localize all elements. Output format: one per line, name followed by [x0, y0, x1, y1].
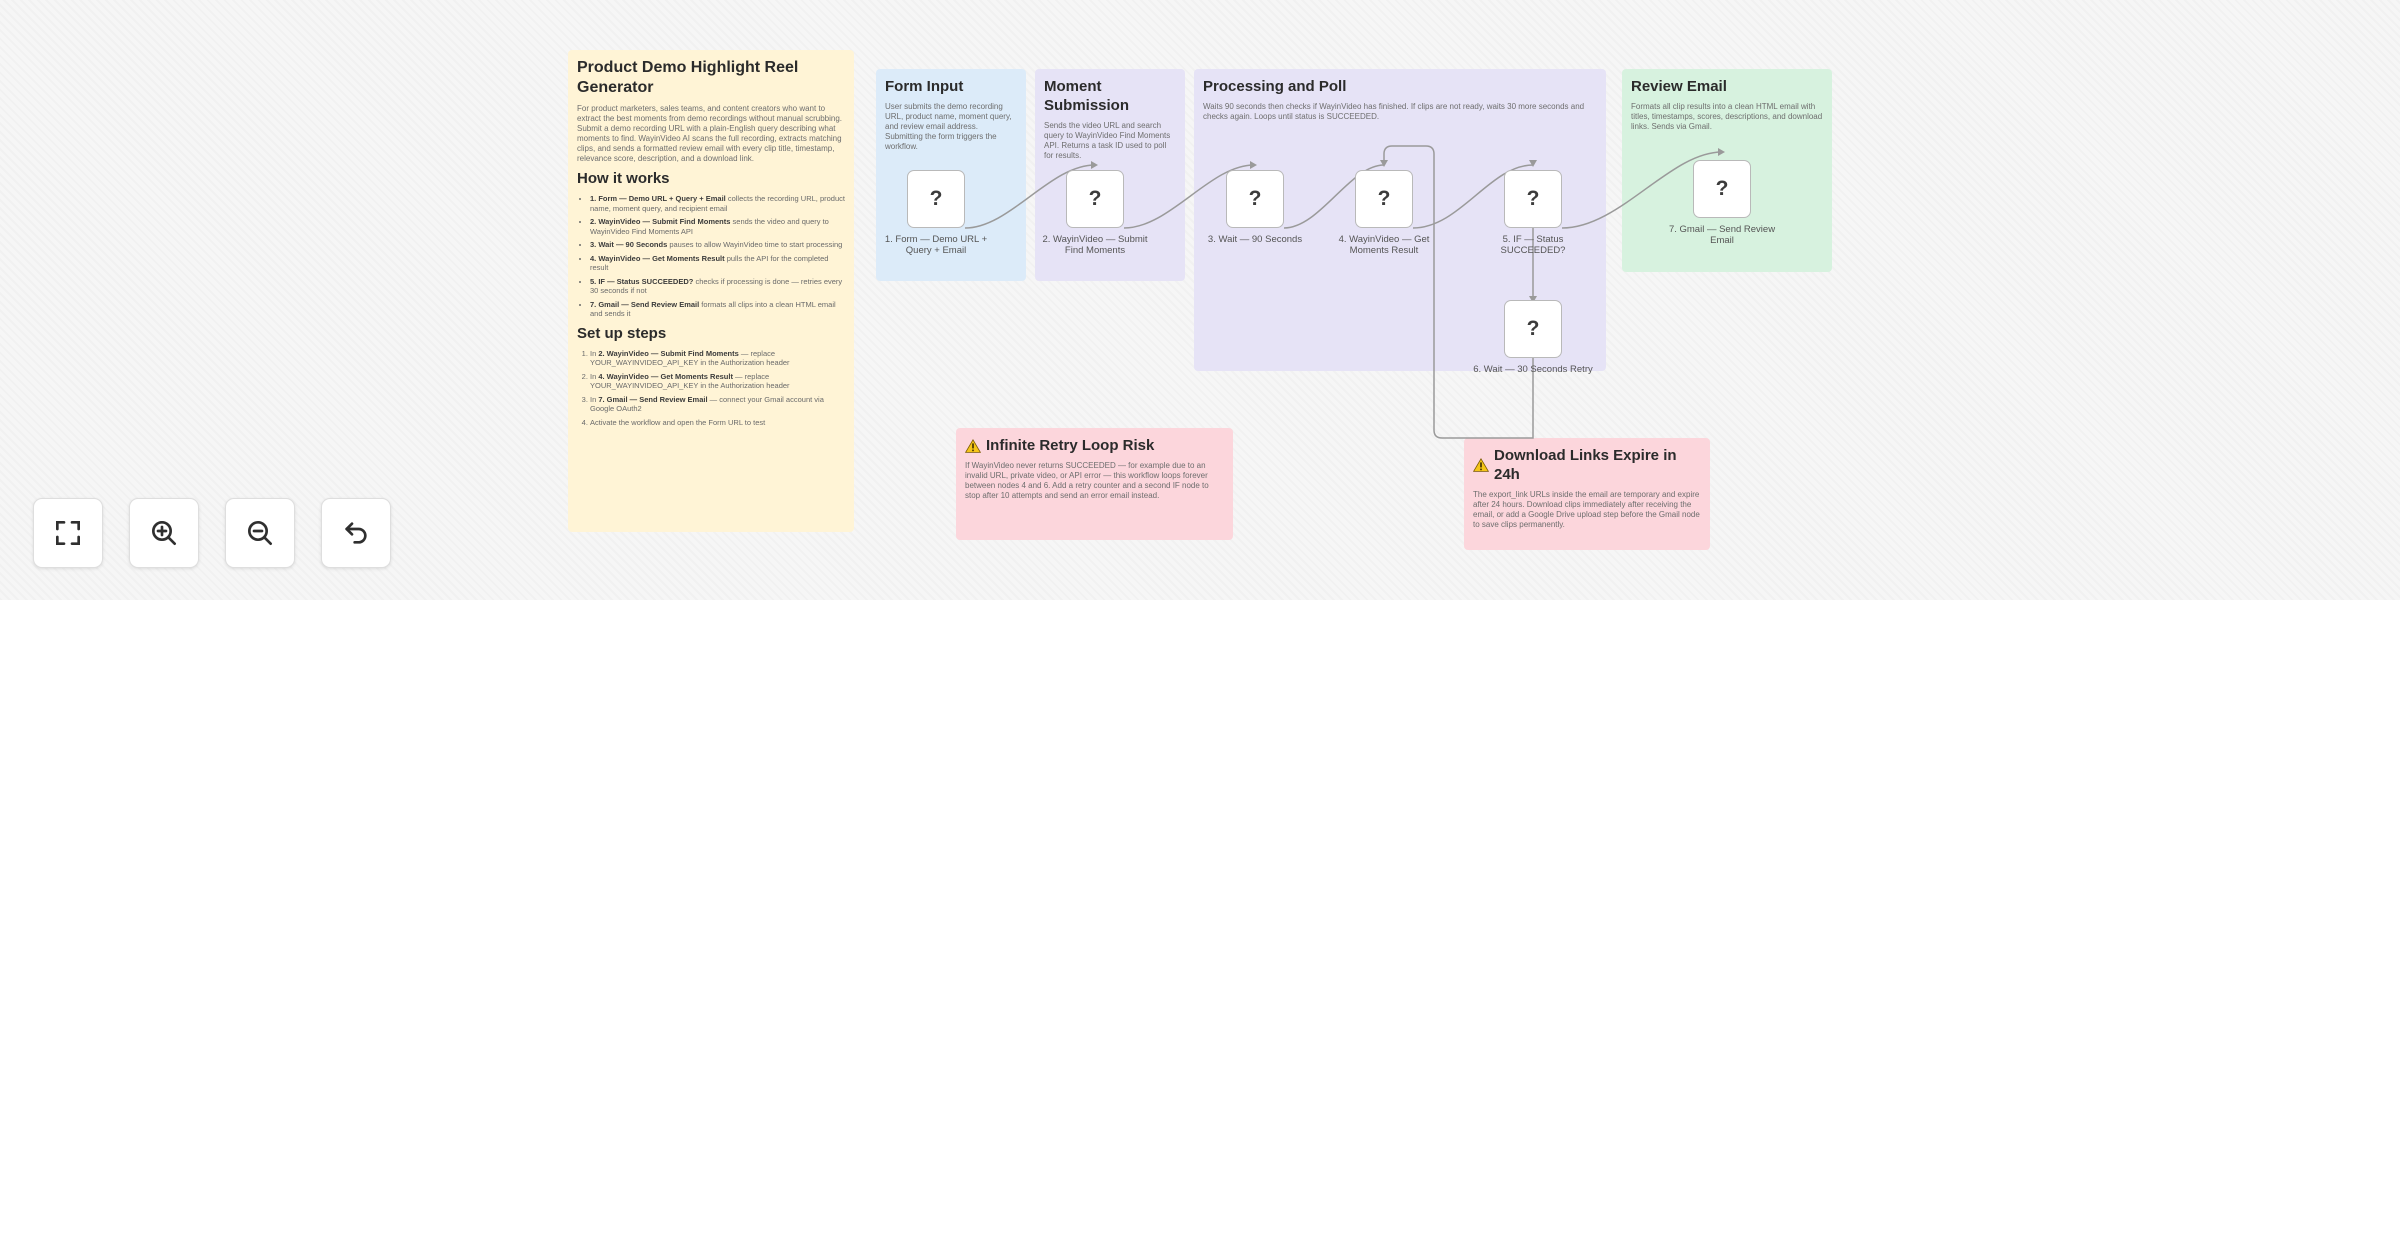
retry-loop-warning-note[interactable]: Infinite Retry Loop Risk If WayinVideo n…	[956, 428, 1233, 540]
note-title: Moment Submission	[1044, 78, 1130, 114]
node-label: 2. WayinVideo — Submit Find Moments	[1042, 234, 1148, 256]
node-label: 5. IF — Status SUCCEEDED?	[1500, 234, 1566, 256]
note-title: Processing and Poll	[1203, 78, 1347, 95]
warning-icon	[965, 438, 981, 453]
list-item: Activate the workflow and open the Form …	[590, 418, 845, 428]
zoom-in-button[interactable]	[129, 498, 199, 568]
node-label: 7. Gmail — Send Review Email	[1668, 224, 1776, 246]
connection-n5-n7	[1561, 151, 1723, 229]
node-label: 1. Form — Demo URL + Query + Email	[884, 234, 988, 256]
list-item: 1. Form — Demo URL + Query + Email colle…	[590, 194, 845, 213]
zoom-out-button[interactable]	[225, 498, 295, 568]
note-title-row: Download Links Expire in 24h	[1473, 446, 1701, 484]
list-item: 2. WayinVideo — Submit Find Moments send…	[590, 217, 845, 236]
get-moments-result-node[interactable]: ?	[1355, 170, 1413, 228]
list-item: In 4. WayinVideo — Get Moments Result — …	[590, 372, 845, 391]
workflow-connections	[964, 145, 1725, 439]
how-it-works-list: 1. Form — Demo URL + Query + Email colle…	[577, 194, 845, 319]
fit-view-button[interactable]	[33, 498, 103, 568]
note-title: Product Demo Highlight Reel Generator	[577, 59, 799, 96]
link-expiry-warning-note[interactable]: Download Links Expire in 24h The export_…	[1464, 438, 1710, 550]
zoom-in-icon	[152, 521, 176, 545]
wait-30-seconds-retry-node[interactable]: ?	[1504, 300, 1562, 358]
form-trigger-node[interactable]: ?	[907, 170, 965, 228]
note-description: User submits the demo recording URL, pro…	[885, 102, 1012, 151]
connection-n1-n2	[964, 164, 1096, 229]
list-item: 3. Wait — 90 Seconds pauses to allow Way…	[590, 240, 845, 250]
zoom-out-icon	[248, 521, 272, 545]
note-title: Form Input	[885, 78, 964, 95]
note-title: Download Links Expire in 24h	[1494, 447, 1677, 483]
note-description: Sends the video URL and search query to …	[1044, 121, 1171, 160]
fullscreen-icon	[56, 521, 80, 545]
gmail-send-review-node[interactable]: ?	[1693, 160, 1751, 218]
node-label: 6. Wait — 30 Seconds Retry	[1473, 364, 1593, 375]
review-email-group-note[interactable]: Review Email Formats all clip results in…	[1622, 69, 1832, 272]
workflow-overview-note[interactable]: Product Demo Highlight Reel Generator Fo…	[568, 50, 854, 532]
setup-steps-heading: Set up steps	[577, 324, 667, 342]
how-it-works-heading: How it works	[577, 170, 670, 187]
if-status-succeeded-node[interactable]: ?	[1504, 170, 1562, 228]
undo-button[interactable]	[321, 498, 391, 568]
note-description: Waits 90 seconds then checks if WayinVid…	[1203, 102, 1585, 121]
submit-find-moments-node[interactable]: ?	[1066, 170, 1124, 228]
connection-n3-n4	[1283, 164, 1385, 229]
list-item: 4. WayinVideo — Get Moments Result pulls…	[590, 254, 845, 273]
note-title: Infinite Retry Loop Risk	[986, 437, 1155, 454]
note-description: Formats all clip results into a clean HT…	[1631, 102, 1823, 131]
list-item: In 7. Gmail — Send Review Email — connec…	[590, 395, 845, 414]
note-title: Review Email	[1631, 78, 1727, 95]
warning-icon	[1473, 458, 1489, 472]
node-label: 3. Wait — 90 Seconds	[1207, 234, 1303, 245]
connection-n6-n4-retry	[1383, 145, 1534, 439]
note-description: If WayinVideo never returns SUCCEEDED — …	[965, 461, 1209, 500]
setup-steps-list: In 2. WayinVideo — Submit Find Moments —…	[577, 349, 845, 428]
note-intro: For product marketers, sales teams, and …	[577, 104, 843, 163]
list-item: In 2. WayinVideo — Submit Find Moments —…	[590, 349, 845, 368]
connection-n2-n3	[1123, 164, 1255, 229]
wait-90-seconds-node[interactable]: ?	[1226, 170, 1284, 228]
note-description: The export_link URLs inside the email ar…	[1473, 490, 1700, 529]
workflow-canvas[interactable]: Product Demo Highlight Reel Generator Fo…	[0, 0, 2400, 600]
list-item: 5. IF — Status SUCCEEDED? checks if proc…	[590, 277, 845, 296]
node-label: 4. WayinVideo — Get Moments Result	[1338, 234, 1430, 256]
connection-n4-n5	[1412, 164, 1534, 229]
note-title-row: Infinite Retry Loop Risk	[965, 436, 1224, 455]
undo-icon	[345, 522, 367, 544]
list-item: 7. Gmail — Send Review Email formats all…	[590, 300, 845, 319]
